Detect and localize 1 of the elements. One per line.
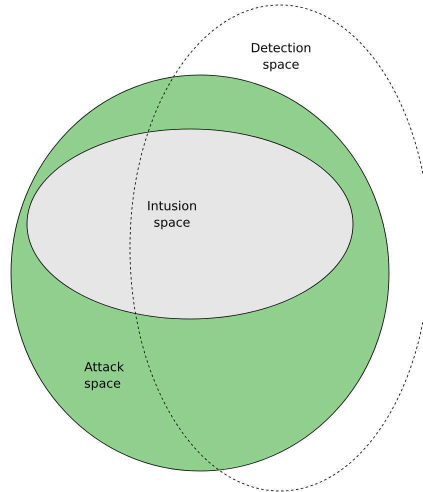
ellipse-region: Intusion space [26, 128, 354, 320]
